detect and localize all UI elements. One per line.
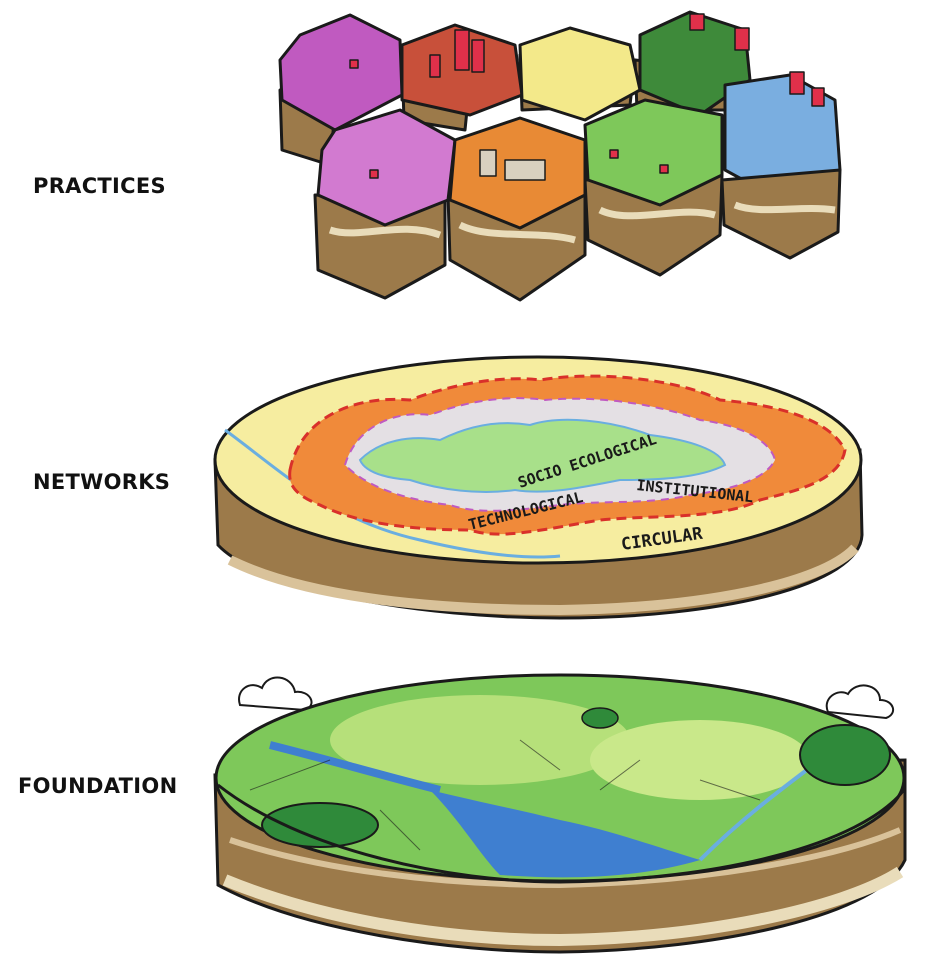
- forest-patch: [800, 725, 890, 785]
- practices-layer: [280, 12, 840, 300]
- networks-layer: SOCIO ECOLOGICAL INSTITUTIONAL TECHNOLOG…: [215, 357, 862, 618]
- forest-patch: [582, 708, 618, 728]
- cloud-icon: [239, 677, 312, 710]
- foundation-layer: [215, 675, 905, 952]
- cloud-icon: [827, 685, 893, 718]
